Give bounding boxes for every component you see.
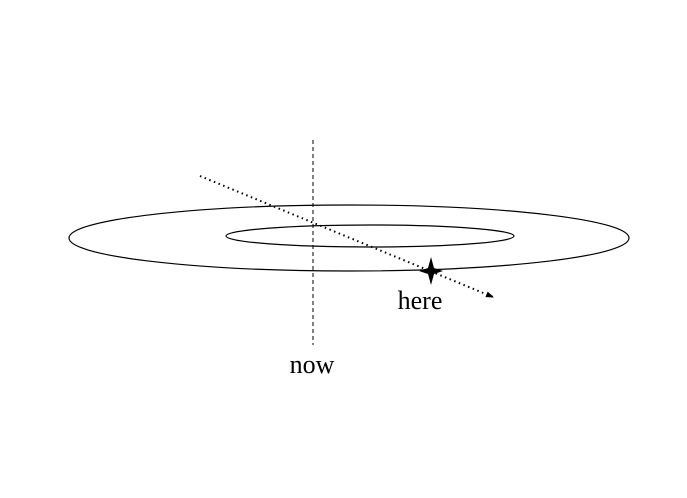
dotted-arrow [199,175,494,298]
four-point-star-icon [419,257,443,285]
now-label: now [290,350,335,379]
inner-ellipse [225,224,515,248]
here-label: here [398,286,443,315]
outer-ellipse [68,204,630,272]
